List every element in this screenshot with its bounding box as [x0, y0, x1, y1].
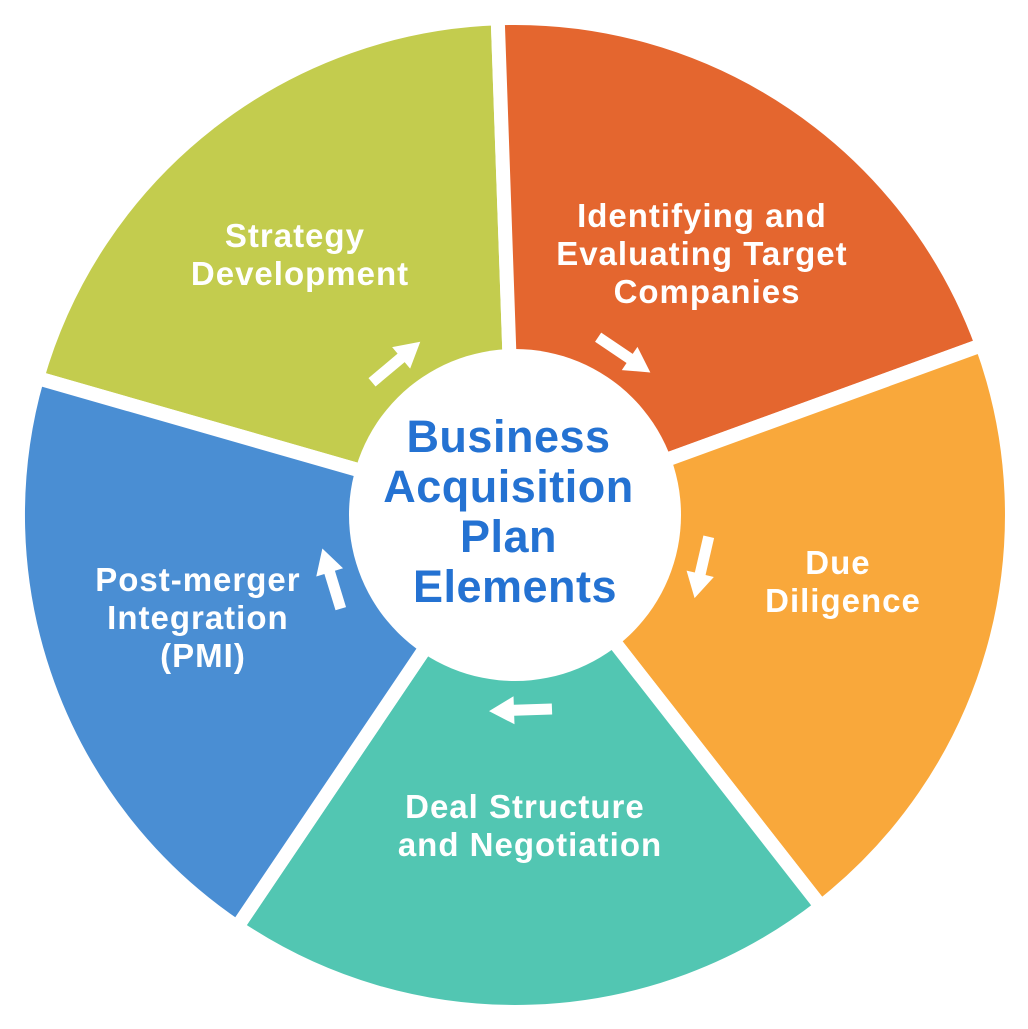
flow-arrow-southeast-icon: [595, 332, 651, 373]
segment-label-strategy-development: Strategy Development: [191, 217, 409, 292]
label-line: Deal Structure: [405, 788, 645, 825]
segment-deal-structure-negotiation: [230, 508, 828, 1019]
label-line: Development: [191, 255, 409, 292]
title-line: Acquisition: [383, 461, 634, 512]
segment-strategy-development: [30, 11, 522, 522]
label-line: Identifying and: [577, 197, 827, 234]
label-line: Strategy: [225, 217, 365, 254]
diagram-title: Business Acquisition Plan Elements: [383, 411, 647, 612]
segment-label-identifying-evaluating-targets: Identifying and Evaluating Target Compan…: [556, 197, 858, 310]
flow-arrow-south-icon: [686, 535, 715, 599]
flow-arrow-north-icon: [316, 548, 347, 611]
segment-label-due-diligence: Due Diligence: [765, 544, 921, 619]
label-line: (PMI): [160, 637, 246, 674]
title-line: Plan: [460, 511, 557, 562]
flow-arrows: [316, 332, 715, 725]
segment-label-deal-structure-negotiation: Deal Structure and Negotiation: [398, 788, 662, 863]
segment-label-post-merger-integration: Post-merger Integration (PMI): [95, 561, 311, 674]
label-line: Integration: [107, 599, 289, 636]
flow-arrow-northeast-icon: [368, 341, 421, 387]
label-line: Companies: [614, 273, 801, 310]
label-line: Due: [805, 544, 870, 581]
label-line: Post-merger: [95, 561, 300, 598]
center-hub-circle: [349, 349, 681, 681]
flow-arrow-west-icon: [489, 696, 553, 725]
segment-labels: Strategy Development Identifying and Eva…: [95, 197, 921, 863]
title-line: Business: [406, 411, 610, 462]
title-line: Elements: [413, 561, 617, 612]
label-line: Evaluating Target: [556, 235, 847, 272]
label-line: Diligence: [765, 582, 921, 619]
label-line: and Negotiation: [398, 826, 662, 863]
